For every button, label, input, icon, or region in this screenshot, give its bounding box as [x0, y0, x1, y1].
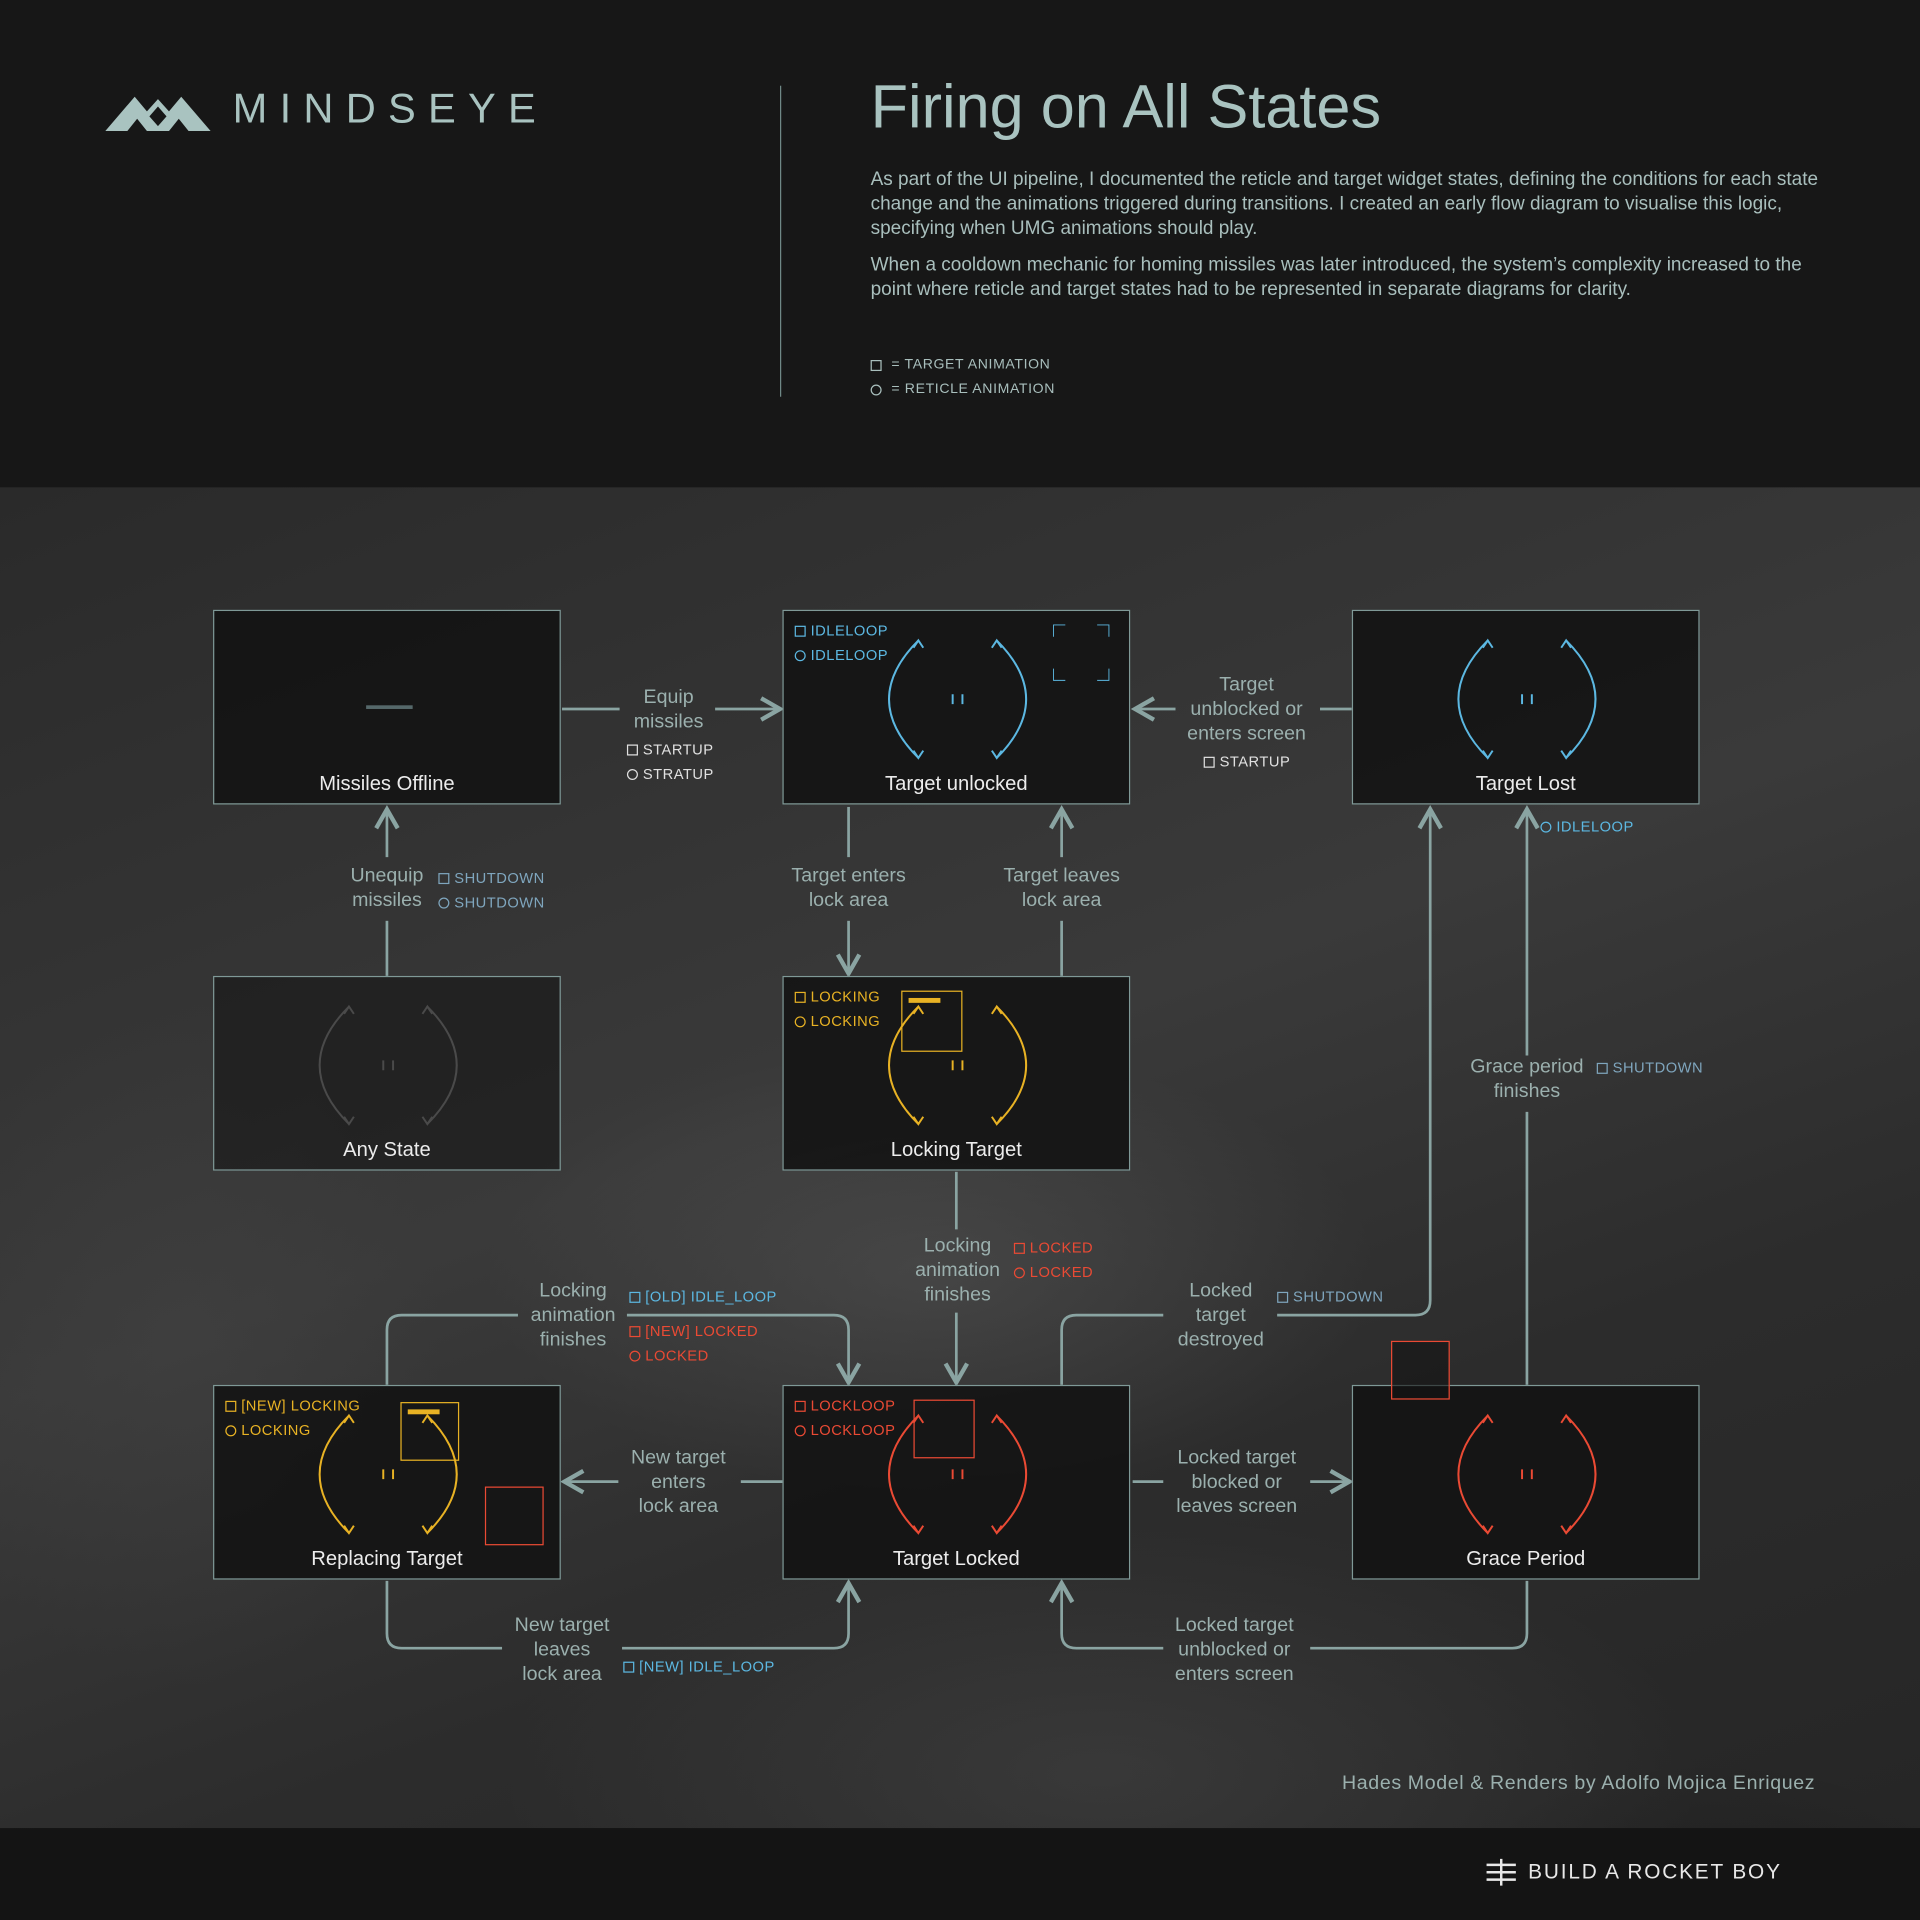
reticle-icon [1353, 611, 1701, 812]
reticle-icon [1353, 1386, 1701, 1587]
square-icon [1277, 1291, 1289, 1303]
transition-locked-unblocked: Locked target unblocked or enters screen [1174, 1615, 1294, 1685]
circle-icon [438, 896, 450, 908]
circle-icon [1013, 1266, 1025, 1278]
state-name: Any State [343, 1138, 431, 1161]
reticle-icon [784, 1386, 1132, 1587]
transition-target-leaves: Target leaves lock area [1003, 865, 1120, 912]
reticle-icon [784, 611, 1132, 812]
state-name: Target unlocked [885, 772, 1028, 795]
transition-unequip-missiles: Unequip missiles [350, 865, 424, 912]
mindseye-logo-icon [105, 96, 211, 131]
square-icon [794, 991, 806, 1003]
state-grace-period[interactable]: Grace Period [1351, 1384, 1700, 1580]
state-any-state[interactable]: Any State [213, 975, 561, 1171]
transition-target-enters: Target enters lock area [791, 865, 906, 912]
transition-target-blocked: Locked target blocked or leaves screen [1176, 1447, 1298, 1518]
reticle-arcs [1457, 638, 1597, 760]
circle-icon [870, 383, 882, 395]
reticle-icon [784, 977, 1132, 1178]
mindseye-logo: MINDSEYE [105, 86, 548, 134]
transition-locking-finishes: Locking animation finishes [915, 1235, 1001, 1306]
reticle-icon [214, 977, 562, 1178]
render-credit: Hades Model & Renders by Adolfo Mojica E… [1342, 1773, 1816, 1794]
header-divider [780, 85, 782, 397]
state-name: Target Locked [892, 1547, 1020, 1570]
circle-icon [1540, 821, 1552, 833]
target-frame-icon [1052, 623, 1111, 682]
transition-grace-finishes: Grace period finishes [1470, 1056, 1584, 1103]
square-icon [794, 1400, 806, 1412]
square-icon [438, 872, 450, 884]
reticle-arcs [318, 1413, 458, 1535]
locked-frame-icon [484, 1486, 544, 1546]
page-title: Firing on All States [870, 72, 1382, 141]
locking-frame-icon [901, 990, 963, 1052]
legend-reticle: = RETICLE ANIMATION [870, 382, 1055, 397]
reticle-icon [214, 1386, 562, 1587]
square-icon [626, 743, 638, 755]
state-target-lost[interactable]: Target Lost [1351, 609, 1700, 805]
state-name: Grace Period [1466, 1547, 1586, 1570]
locked-frame-icon [913, 1399, 975, 1459]
transition-target-unblocked: Target unblocked or enters screen [1187, 674, 1306, 745]
square-icon [225, 1400, 237, 1412]
circle-icon [794, 1424, 806, 1436]
state-name: Locking Target [890, 1138, 1022, 1161]
brand-logo: BUILD A ROCKET BOY [1486, 1858, 1782, 1886]
legend-target: = TARGET ANIMATION [870, 358, 1051, 372]
offline-dash-icon [366, 705, 413, 709]
reticle-arcs [1457, 1413, 1597, 1535]
reticle-arcs [888, 1413, 1027, 1535]
circle-icon [626, 768, 638, 780]
square-icon [794, 625, 806, 637]
square-icon [623, 1661, 635, 1673]
circle-icon [629, 1350, 641, 1362]
square-icon [1596, 1062, 1608, 1074]
state-name: Missiles Offline [319, 772, 455, 795]
transition-new-target-enters: New target enters lock area [630, 1447, 726, 1518]
state-name: Target Lost [1475, 772, 1576, 795]
grace-locked-frame-icon [1391, 1340, 1450, 1400]
logo-text: MINDSEYE [232, 85, 549, 133]
transition-new-target-leaves: New target leaves lock area [514, 1615, 610, 1685]
state-name: Replacing Target [311, 1547, 463, 1570]
square-icon [629, 1325, 641, 1337]
transition-target-destroyed: Locked target destroyed [1177, 1280, 1264, 1351]
transition-equip-missiles: Equip missiles [633, 686, 704, 733]
square-icon [1013, 1242, 1025, 1254]
transition-replace-finishes: Locking animation finishes [530, 1280, 616, 1351]
state-missiles-offline[interactable]: Missiles Offline [213, 609, 561, 805]
intro-paragraph-1: As part of the UI pipeline, I documented… [870, 168, 1819, 239]
square-icon [1203, 756, 1215, 768]
rocket-boy-logo-icon [1486, 1858, 1516, 1886]
circle-icon [225, 1424, 237, 1436]
reticle-arcs [888, 1004, 1027, 1126]
circle-icon [794, 649, 806, 661]
footer-bar [0, 1828, 1920, 1920]
reticle-arcs [318, 1004, 458, 1126]
reticle-arcs [888, 638, 1027, 760]
square-icon [870, 359, 882, 371]
square-icon [629, 1291, 641, 1303]
intro-paragraph-2: When a cooldown mechanic for homing miss… [870, 254, 1802, 301]
circle-icon [794, 1015, 806, 1027]
locking-frame-icon [400, 1402, 460, 1461]
